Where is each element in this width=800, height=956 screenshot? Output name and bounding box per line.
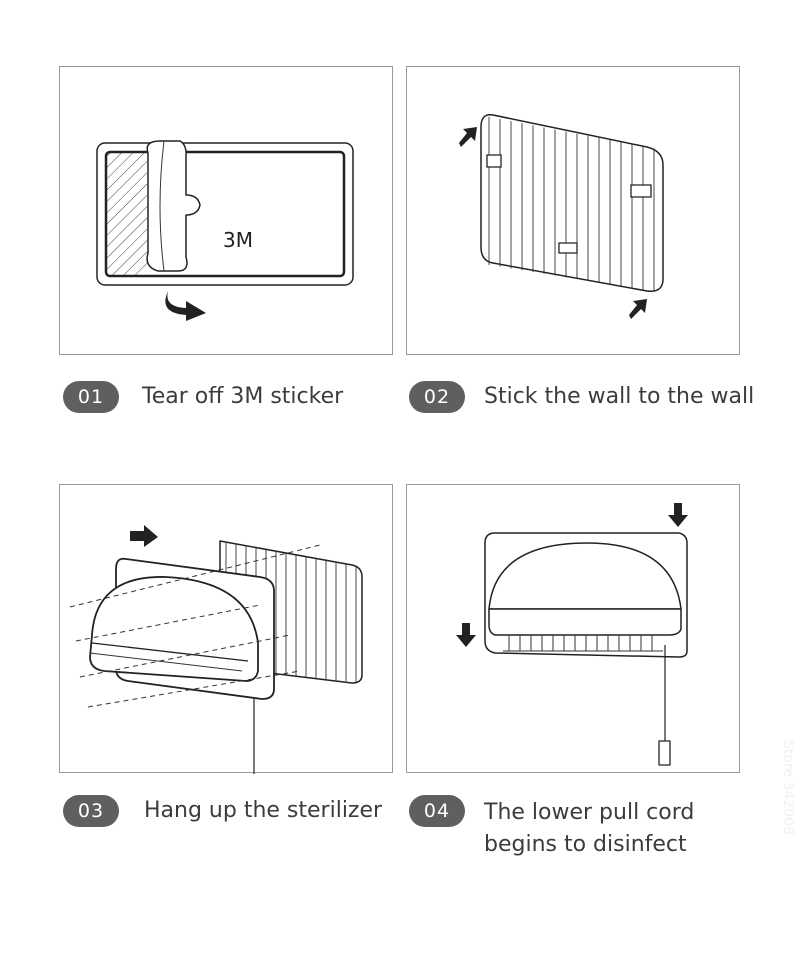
- arrow-down-icon: [456, 623, 476, 647]
- step-04-illustration: [406, 484, 740, 773]
- store-watermark: Store 342008: [780, 740, 796, 835]
- arrow-up-right-icon: [629, 299, 647, 319]
- step-02-caption: Stick the wall to the wall: [484, 384, 755, 409]
- step-03-caption: Hang up the sterilizer: [144, 798, 383, 823]
- sticker-label: 3M: [223, 228, 253, 252]
- step-01-illustration: 3M: [59, 66, 393, 355]
- step-02-badge: 02: [409, 381, 465, 413]
- step-02-illustration: [406, 66, 740, 355]
- arrow-right-icon: [130, 525, 158, 547]
- step-04-caption-line2: begins to disinfect: [484, 832, 687, 857]
- step-01-caption: Tear off 3M sticker: [142, 384, 344, 409]
- sticker-peel-diagram: 3M: [96, 140, 354, 321]
- step-03-illustration: [59, 484, 393, 774]
- step-04-caption-line1: The lower pull cord: [484, 800, 695, 825]
- pull-cord-diagram: [456, 503, 688, 766]
- curved-arrow-icon: [165, 291, 206, 321]
- hang-sterilizer-diagram: [69, 525, 363, 774]
- arrow-down-icon: [668, 503, 688, 527]
- step-04-badge: 04: [409, 795, 465, 827]
- arrow-up-right-icon: [459, 127, 477, 147]
- wall-plate-diagram: [459, 114, 664, 319]
- step-01-badge: 01: [63, 381, 119, 413]
- step-03-badge: 03: [63, 795, 119, 827]
